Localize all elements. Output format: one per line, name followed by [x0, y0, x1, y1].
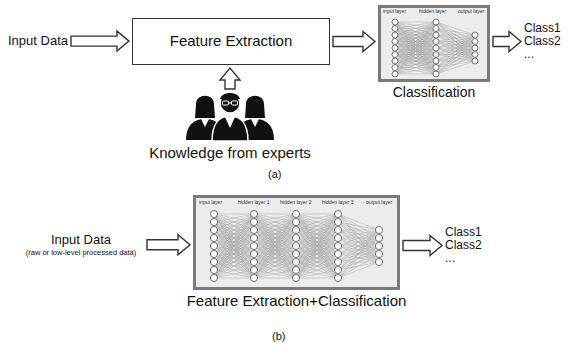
node-text: Class2: [445, 239, 482, 252]
block-arrow: [333, 32, 375, 52]
text-node: Input Data: [8, 33, 68, 49]
layer-label: output layer: [365, 200, 393, 205]
text-node: Class1Class2...: [524, 22, 561, 61]
block-arrow: [71, 31, 129, 51]
panel-label: (b): [272, 330, 285, 342]
neural-network-box: Classification: [378, 5, 490, 82]
node-text: Input Data: [18, 232, 144, 248]
node-text: ...: [524, 48, 561, 61]
process-box: Feature Extraction: [132, 18, 330, 65]
layer-label: hidden layer: [418, 9, 447, 14]
node-text: Class1: [524, 22, 561, 35]
node-text: ...: [445, 252, 482, 265]
node-text: Knowledge from experts: [145, 144, 315, 163]
layer-label: output layer: [457, 9, 485, 14]
node-text: Feature Extraction: [170, 32, 293, 51]
network-drawing: [196, 198, 397, 287]
node-text: (raw or low-level processed data): [18, 248, 144, 257]
expert-node: Knowledge from experts: [145, 92, 315, 163]
block-arrow: [493, 32, 521, 52]
layer-label: hidden layer 2: [279, 200, 312, 205]
layer-label: input layer: [198, 200, 223, 205]
block-arrow: [147, 235, 190, 255]
text-node: Input Data(raw or low-level processed da…: [18, 232, 144, 258]
box-caption: Feature Extraction+Classification: [187, 292, 407, 311]
box-caption: Classification: [393, 84, 475, 102]
block-arrow: [220, 68, 240, 89]
block-arrow: [403, 236, 442, 256]
node-text: Class1: [445, 226, 482, 239]
text-node: Class1Class2...: [445, 226, 482, 265]
network-drawing: [381, 8, 487, 79]
layer-label: hidden layer 1: [237, 200, 270, 205]
layer-label: hidden layer 3: [321, 200, 354, 205]
node-text: Class2: [524, 35, 561, 48]
node-text: Input Data: [8, 33, 68, 49]
neural-network-box: Feature Extraction+Classification: [193, 195, 400, 290]
panel-label: (a): [268, 168, 281, 180]
layer-label: input layer: [382, 9, 407, 14]
